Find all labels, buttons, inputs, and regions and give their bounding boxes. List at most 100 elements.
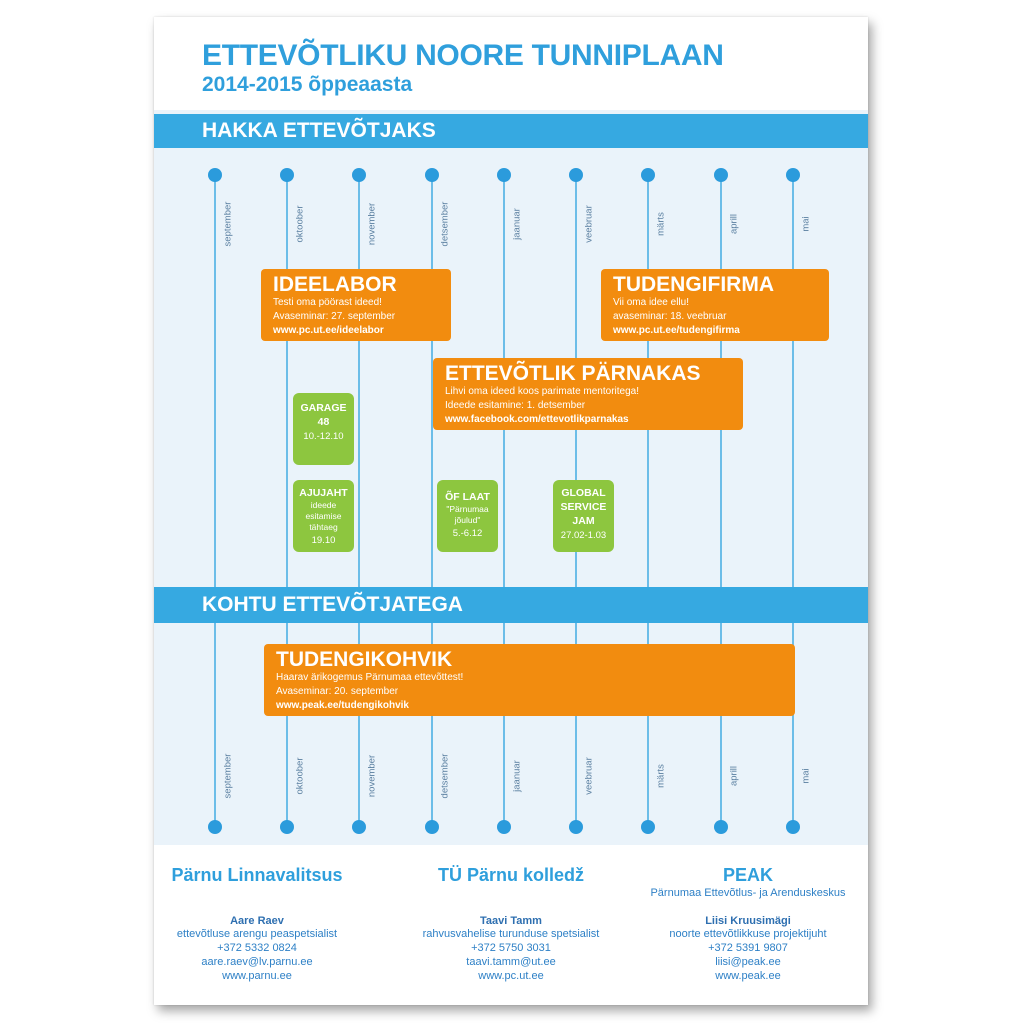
event-subtitle: ideede bbox=[310, 500, 337, 510]
month-label-bottom: märts bbox=[655, 764, 667, 788]
contact-peak: PEAK Pärnumaa Ettevõtlus- ja Arenduskesk… bbox=[628, 865, 868, 983]
timeline-dot bbox=[352, 168, 366, 182]
event-tag-oflaat: ÕF LAAT "Pärnumaa jõulud" 5.-6.12 bbox=[437, 480, 498, 552]
timeline-dot bbox=[569, 820, 583, 834]
timeline-dot bbox=[280, 820, 294, 834]
month-label-bottom: veebruar bbox=[583, 757, 595, 795]
program-link[interactable]: www.facebook.com/ettevotlikparnakas bbox=[445, 414, 629, 425]
organization-name: PEAK bbox=[722, 865, 773, 885]
contact-role: noorte ettevõtlikkuse projektijuht bbox=[669, 928, 827, 940]
program-link[interactable]: www.pc.ut.ee/tudengifirma bbox=[613, 325, 740, 336]
organization-subtitle: Pärnumaa Ettevõtlus- ja Arenduskeskus bbox=[650, 887, 846, 899]
timeline-dot bbox=[641, 820, 655, 834]
month-label-top: mai bbox=[800, 216, 812, 232]
program-description: Vii oma idee ellu! bbox=[613, 297, 689, 308]
month-label-top: oktoober bbox=[294, 205, 306, 243]
timeline-dot bbox=[208, 820, 222, 834]
poster: ETTEVÕTLIKU NOORE TUNNIPLAAN 2014-2015 õ… bbox=[154, 17, 868, 1005]
contact-name: Liisi Kruusimägi bbox=[705, 915, 791, 927]
section-title: HAKKA ETTEVÕTJAKS bbox=[202, 119, 436, 142]
contact-website[interactable]: www.peak.ee bbox=[715, 970, 781, 982]
program-title: TUDENGIFIRMA bbox=[613, 273, 774, 296]
timeline-dot bbox=[497, 820, 511, 834]
event-subtitle: jõulud" bbox=[454, 515, 481, 525]
section-header-hakka: HAKKA ETTEVÕTJAKS bbox=[154, 114, 868, 148]
program-card-tudengifirma: TUDENGIFIRMA Vii oma idee ellu! avasemin… bbox=[601, 269, 829, 341]
month-label-top: detsember bbox=[439, 201, 451, 247]
month-label-bottom: november bbox=[366, 754, 378, 798]
timeline-background bbox=[154, 110, 868, 845]
contact-email[interactable]: taavi.tamm@ut.ee bbox=[466, 956, 556, 968]
contact-role: rahvusvahelise turunduse spetsialist bbox=[422, 928, 600, 940]
event-date: 10.-12.10 bbox=[303, 431, 344, 442]
event-tag-global-service-jam: GLOBAL SERVICE JAM 27.02-1.03 bbox=[553, 480, 614, 552]
event-date: 5.-6.12 bbox=[452, 528, 483, 539]
contact-email[interactable]: aare.raev@lv.parnu.ee bbox=[201, 956, 313, 968]
timeline-dot bbox=[208, 168, 222, 182]
contact-email[interactable]: liisi@peak.ee bbox=[715, 956, 781, 968]
program-date: avaseminar: 18. veebruar bbox=[613, 311, 727, 322]
month-label-top: jaanuar bbox=[511, 208, 523, 240]
program-title: IDEELABOR bbox=[273, 273, 397, 296]
program-link[interactable]: www.pc.ut.ee/ideelabor bbox=[273, 325, 384, 336]
organization-subtitle bbox=[391, 887, 631, 901]
event-title: JAM bbox=[572, 515, 595, 527]
contact-tu-parnu-kolledz: TÜ Pärnu kolledž Taavi Tamm rahvusvaheli… bbox=[391, 865, 631, 983]
contact-website[interactable]: www.pc.ut.ee bbox=[478, 970, 544, 982]
timeline-dot bbox=[786, 820, 800, 834]
month-label-top: märts bbox=[655, 212, 667, 236]
timeline-dot bbox=[280, 168, 294, 182]
event-subtitle: tähtaeg bbox=[309, 522, 338, 532]
program-card-parnakas: ETTEVÕTLIK PÄRNAKAS Lihvi oma ideed koos… bbox=[433, 358, 743, 430]
program-link[interactable]: www.peak.ee/tudengikohvik bbox=[276, 700, 409, 711]
contact-role: ettevõtluse arengu peaspetsialist bbox=[176, 928, 338, 940]
organization-name: TÜ Pärnu kolledž bbox=[437, 865, 585, 885]
timeline-line-marts bbox=[647, 175, 649, 827]
timeline-dot bbox=[714, 820, 728, 834]
section-title: KOHTU ETTEVÕTJATEGA bbox=[202, 593, 463, 616]
event-title: GLOBAL bbox=[561, 487, 606, 499]
event-subtitle: esitamise bbox=[305, 511, 342, 521]
contact-name: Aare Raev bbox=[230, 915, 284, 927]
timeline-line-aprill bbox=[720, 175, 722, 827]
event-title: ÕF LAAT bbox=[445, 491, 490, 503]
month-label-bottom: jaanuar bbox=[511, 760, 523, 792]
contact-website[interactable]: www.parnu.ee bbox=[222, 970, 292, 982]
timeline-dot bbox=[352, 820, 366, 834]
program-card-tudengikohvik: TUDENGIKOHVIK Haarav ärikogemus Pärnumaa… bbox=[264, 644, 795, 716]
contact-name: Taavi Tamm bbox=[480, 915, 542, 927]
timeline-line-september bbox=[214, 175, 216, 827]
timeline-line-mai bbox=[792, 175, 794, 827]
program-description: Testi oma pöörast ideed! bbox=[273, 297, 382, 308]
event-title: SERVICE bbox=[560, 501, 607, 513]
program-description: Haarav ärikogemus Pärnumaa ettevõttest! bbox=[276, 672, 464, 683]
month-label-top: aprill bbox=[728, 213, 740, 235]
timeline-dot bbox=[641, 168, 655, 182]
timeline-dot bbox=[569, 168, 583, 182]
timeline-line-november bbox=[358, 175, 360, 827]
timeline-dot bbox=[786, 168, 800, 182]
timeline-dot bbox=[714, 168, 728, 182]
timeline-line-detsember bbox=[431, 175, 433, 827]
event-tag-ajujaht: AJUJAHT ideede esitamise tähtaeg 19.10 bbox=[293, 480, 354, 552]
program-date: Avaseminar: 27. september bbox=[273, 311, 396, 322]
contact-phone[interactable]: +372 5750 3031 bbox=[471, 942, 551, 954]
month-label-bottom: detsember bbox=[439, 753, 451, 799]
event-title: 48 bbox=[317, 416, 330, 428]
contact-phone[interactable]: +372 5391 9807 bbox=[708, 942, 788, 954]
program-card-ideelabor: IDEELABOR Testi oma pöörast ideed! Avase… bbox=[261, 269, 451, 341]
program-date: Avaseminar: 20. september bbox=[276, 686, 399, 697]
program-title: TUDENGIKOHVIK bbox=[276, 648, 453, 671]
month-label-bottom: oktoober bbox=[294, 757, 306, 795]
event-subtitle: "Pärnumaa bbox=[446, 504, 489, 514]
program-date: Ideede esitamine: 1. detsember bbox=[445, 400, 586, 411]
contact-phone[interactable]: +372 5332 0824 bbox=[217, 942, 297, 954]
event-title: AJUJAHT bbox=[299, 487, 348, 499]
event-tag-garage48: GARAGE 48 10.-12.10 bbox=[293, 393, 354, 465]
event-title: GARAGE bbox=[300, 402, 347, 414]
month-label-top: september bbox=[222, 201, 234, 247]
organization-name: Pärnu Linnavalitsus bbox=[171, 865, 343, 885]
event-date: 19.10 bbox=[311, 535, 336, 546]
timeline-line-jaanuar bbox=[503, 175, 505, 827]
month-label-bottom: aprill bbox=[728, 765, 740, 787]
